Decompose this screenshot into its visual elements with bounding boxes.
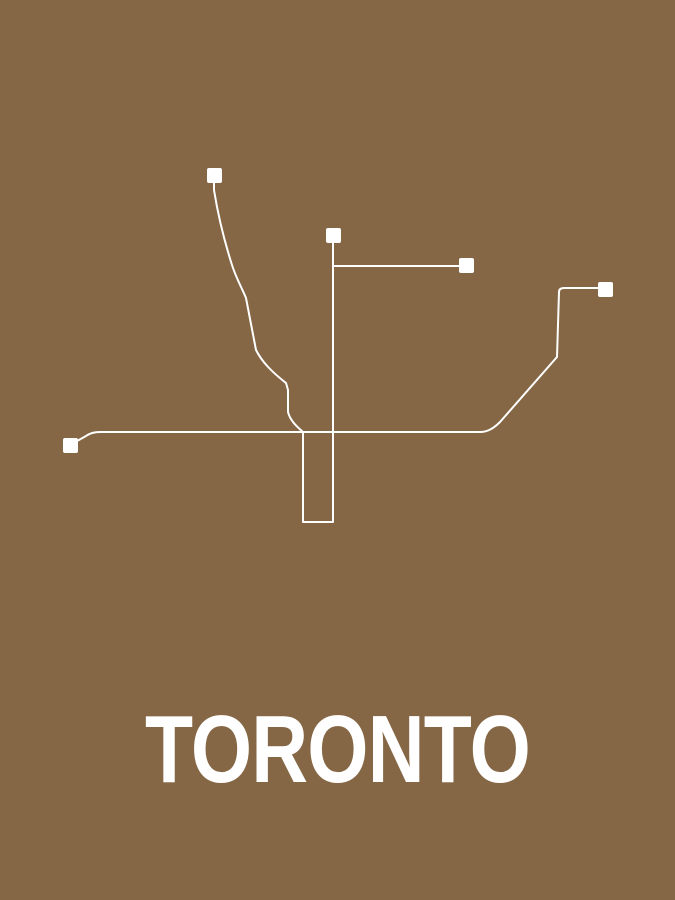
terminal-east <box>598 282 613 297</box>
terminal-sheppard-east <box>459 258 474 273</box>
bloor-danforth-line <box>69 287 606 446</box>
city-title: TORONTO <box>145 696 531 803</box>
terminal-north <box>326 228 341 243</box>
yonge-university-line <box>213 175 334 523</box>
terminal-west <box>63 438 78 453</box>
terminal-northwest <box>207 168 222 183</box>
